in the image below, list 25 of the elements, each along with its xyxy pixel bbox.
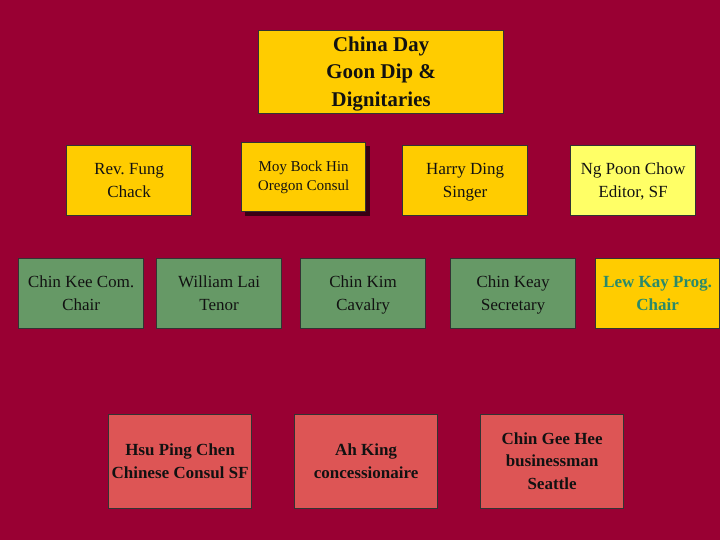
name-text: Chin Gee Hee businessman Seattle	[500, 428, 604, 495]
name-box	[402, 145, 528, 216]
name-box	[450, 258, 576, 329]
name-box	[156, 258, 282, 329]
name-text: Chin Keay Secretary	[475, 271, 551, 316]
name-box	[294, 414, 438, 509]
name-text: Rev. Fung Chack	[93, 158, 165, 202]
name-text: Lew Kay Prog. Chair	[602, 271, 712, 316]
name-box	[300, 258, 426, 329]
name-box	[595, 258, 720, 329]
name-text: Ng Poon Chow Editor, SF	[580, 158, 686, 202]
name-text: Harry Ding Singer	[425, 158, 505, 203]
name-text: William Lai Tenor	[177, 271, 261, 316]
name-box	[570, 145, 696, 216]
name-text: Moy Bock Hin Oregon Consul	[256, 158, 350, 196]
name-text: Chin Kim Cavalry	[328, 271, 398, 316]
name-text: Chin Kee Com. Chair	[26, 271, 136, 316]
name-box	[66, 145, 192, 216]
name-text: China Day Goon Dip & Dignitaries	[325, 31, 437, 113]
name-box	[18, 258, 144, 329]
name-box	[108, 414, 252, 509]
name-text: Ah King concessionaire	[312, 439, 420, 484]
name-box	[258, 30, 504, 114]
name-box	[480, 414, 624, 509]
name-text: Hsu Ping Chen Chinese Consul SF	[110, 439, 250, 484]
